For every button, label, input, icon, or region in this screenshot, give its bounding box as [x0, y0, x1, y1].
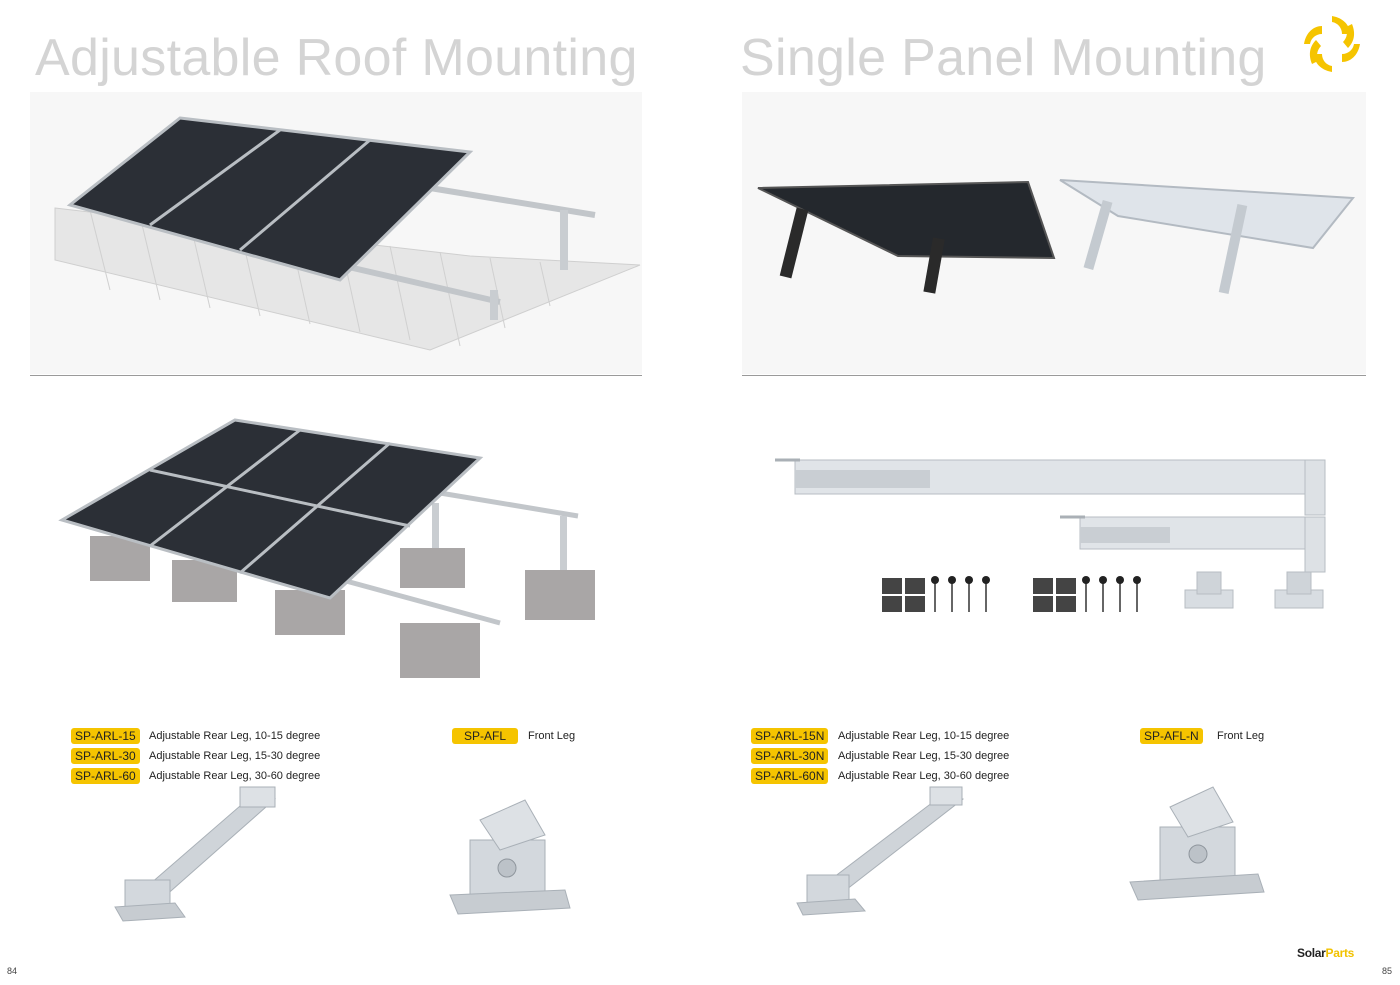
brand-wordmark: SolarParts [1297, 946, 1354, 960]
section-divider-right [742, 375, 1366, 376]
product-description: Adjustable Rear Leg, 10-15 degree [149, 730, 321, 742]
front-leg-code-badge: SP-AFL [452, 728, 518, 744]
page-title-left: Adjustable Roof Mounting [35, 29, 638, 87]
product-description: Adjustable Rear Leg, 15-30 degree [838, 750, 1010, 762]
product-code-badge: SP-ARL-60N [751, 768, 829, 784]
rear-leg-part-illustration [114, 786, 277, 922]
roof-mount-illustration [54, 116, 641, 351]
product-code-badge: SP-ARL-15 [71, 728, 140, 744]
product-code-badge: SP-ARL-60 [71, 768, 140, 784]
product-code-badge: SP-ARL-30 [71, 748, 140, 764]
rails-hardware-illustration [775, 458, 1326, 612]
product-description: Adjustable Rear Leg, 30-60 degree [838, 770, 1010, 782]
front-leg-description: Front Leg [528, 730, 576, 742]
page-number-left: 84 [7, 966, 18, 976]
rear-leg-part-illustration-n [796, 786, 965, 916]
single-panel-illustration [757, 179, 1355, 295]
front-leg-code-badge: SP-AFL-N [1140, 728, 1203, 744]
front-leg-part-illustration [449, 799, 571, 915]
front-leg-description: Front Leg [1217, 730, 1265, 742]
product-description: Adjustable Rear Leg, 15-30 degree [149, 750, 321, 762]
section-divider-left [30, 375, 642, 376]
brand-part-1: Solar [1297, 946, 1326, 960]
page-title-right: Single Panel Mounting [740, 29, 1267, 87]
brand-part-2: Parts [1325, 946, 1355, 960]
sun-swirl-logo-icon [1304, 16, 1360, 72]
front-leg-part-illustration-n [1129, 786, 1265, 901]
product-description: Adjustable Rear Leg, 10-15 degree [838, 730, 1010, 742]
product-code-badge: SP-ARL-30N [751, 748, 829, 764]
page-number-right: 85 [1382, 966, 1393, 976]
ballast-mount-illustration [58, 418, 595, 678]
product-description: Adjustable Rear Leg, 30-60 degree [149, 770, 321, 782]
product-code-badge: SP-ARL-15N [751, 728, 829, 744]
